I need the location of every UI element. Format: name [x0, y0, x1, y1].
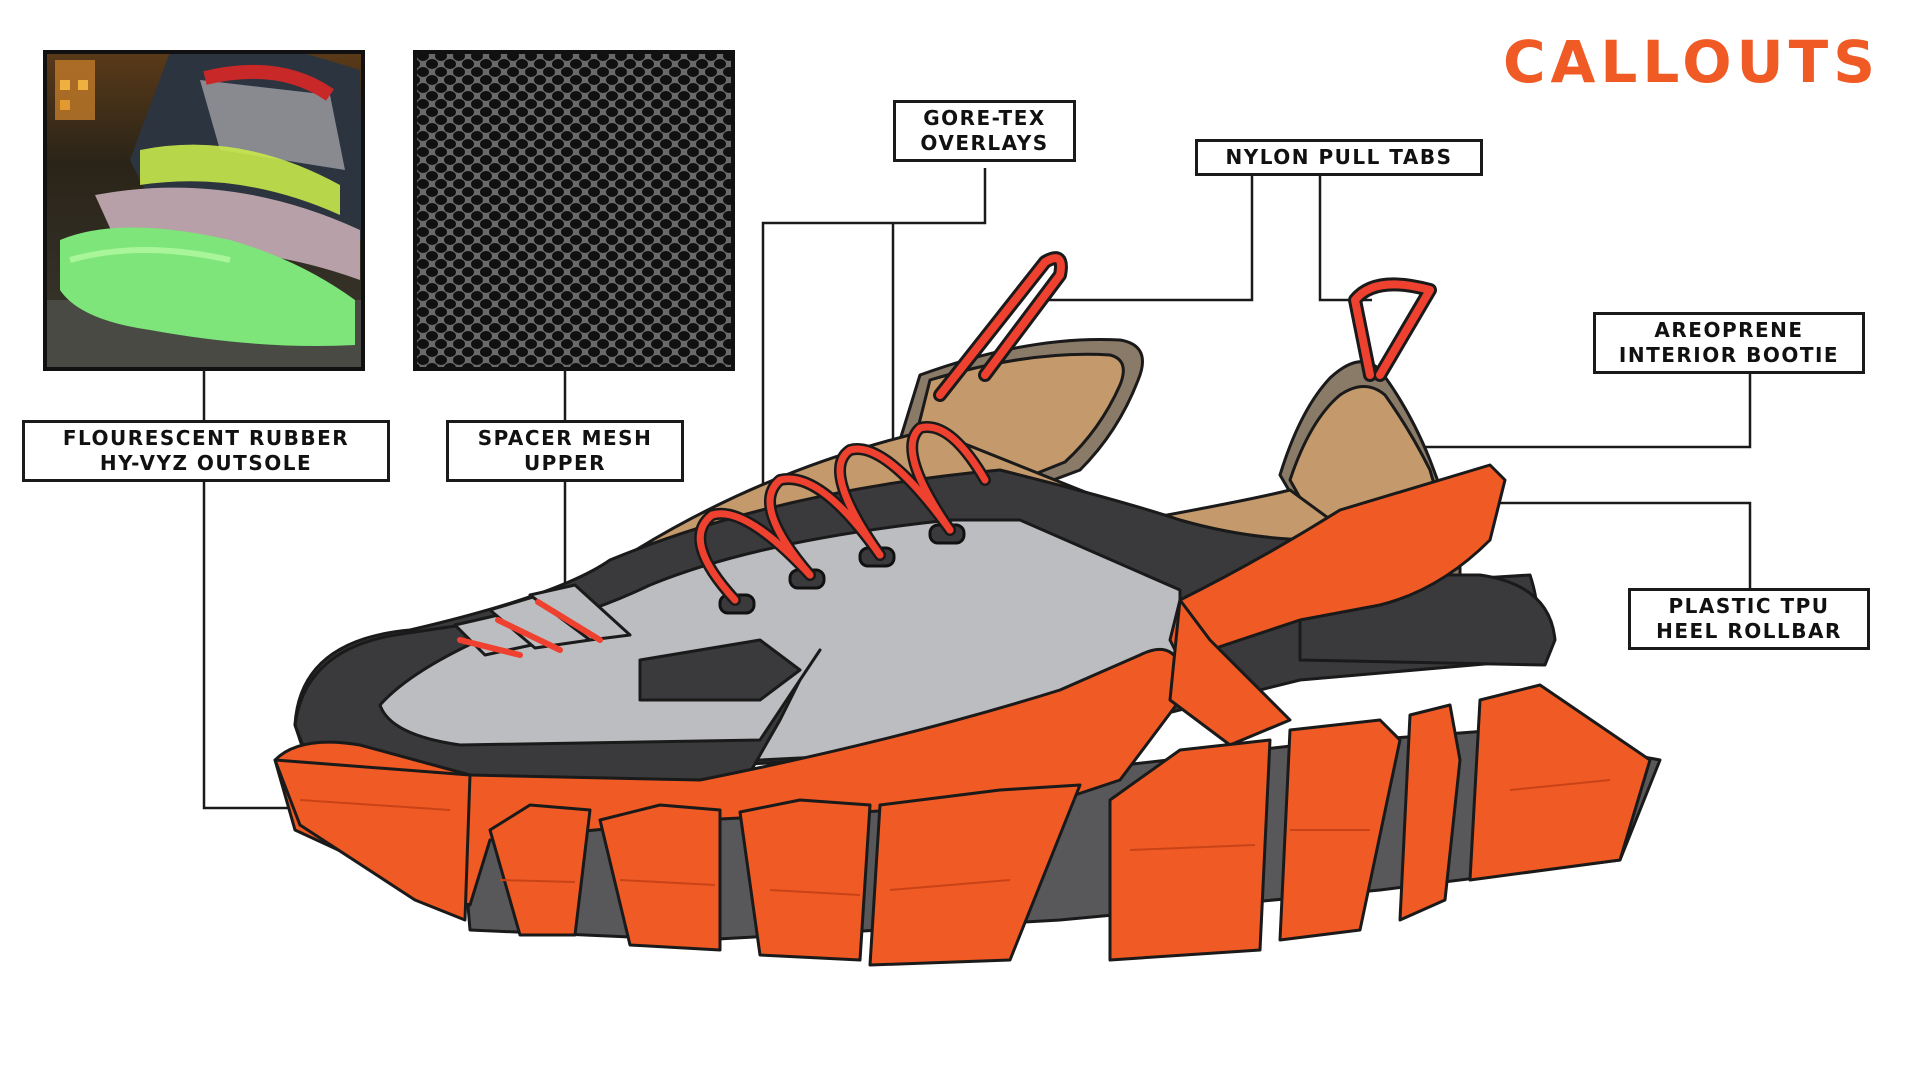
callout-bootie-line1: AREOPRENE	[1604, 318, 1854, 343]
callout-bootie: AREOPRENE INTERIOR BOOTIE	[1593, 312, 1865, 374]
callout-outsole-line2: HY-VYZ OUTSOLE	[33, 451, 379, 476]
callout-rollbar-line1: PLASTIC TPU	[1639, 594, 1859, 619]
callout-bootie-line2: INTERIOR BOOTIE	[1604, 343, 1854, 368]
callout-goretex-line2: OVERLAYS	[904, 131, 1065, 156]
callout-goretex: GORE-TEX OVERLAYS	[893, 100, 1076, 162]
page-title: CALLOUTS	[1503, 28, 1880, 96]
callout-rollbar: PLASTIC TPU HEEL ROLLBAR	[1628, 588, 1870, 650]
callout-mesh-line1: SPACER MESH	[457, 426, 673, 451]
callout-rollbar-line2: HEEL ROLLBAR	[1639, 619, 1859, 644]
outsole-photo	[45, 52, 363, 369]
callout-outsole-line1: FLOURESCENT RUBBER	[33, 426, 379, 451]
mesh-texture-photo	[415, 52, 733, 369]
callout-pulltabs-line1: NYLON PULL TABS	[1206, 145, 1472, 170]
callout-pulltabs: NYLON PULL TABS	[1195, 139, 1483, 176]
callout-mesh: SPACER MESH UPPER	[446, 420, 684, 482]
callout-goretex-line1: GORE-TEX	[904, 106, 1065, 131]
callout-mesh-line2: UPPER	[457, 451, 673, 476]
callout-outsole: FLOURESCENT RUBBER HY-VYZ OUTSOLE	[22, 420, 390, 482]
